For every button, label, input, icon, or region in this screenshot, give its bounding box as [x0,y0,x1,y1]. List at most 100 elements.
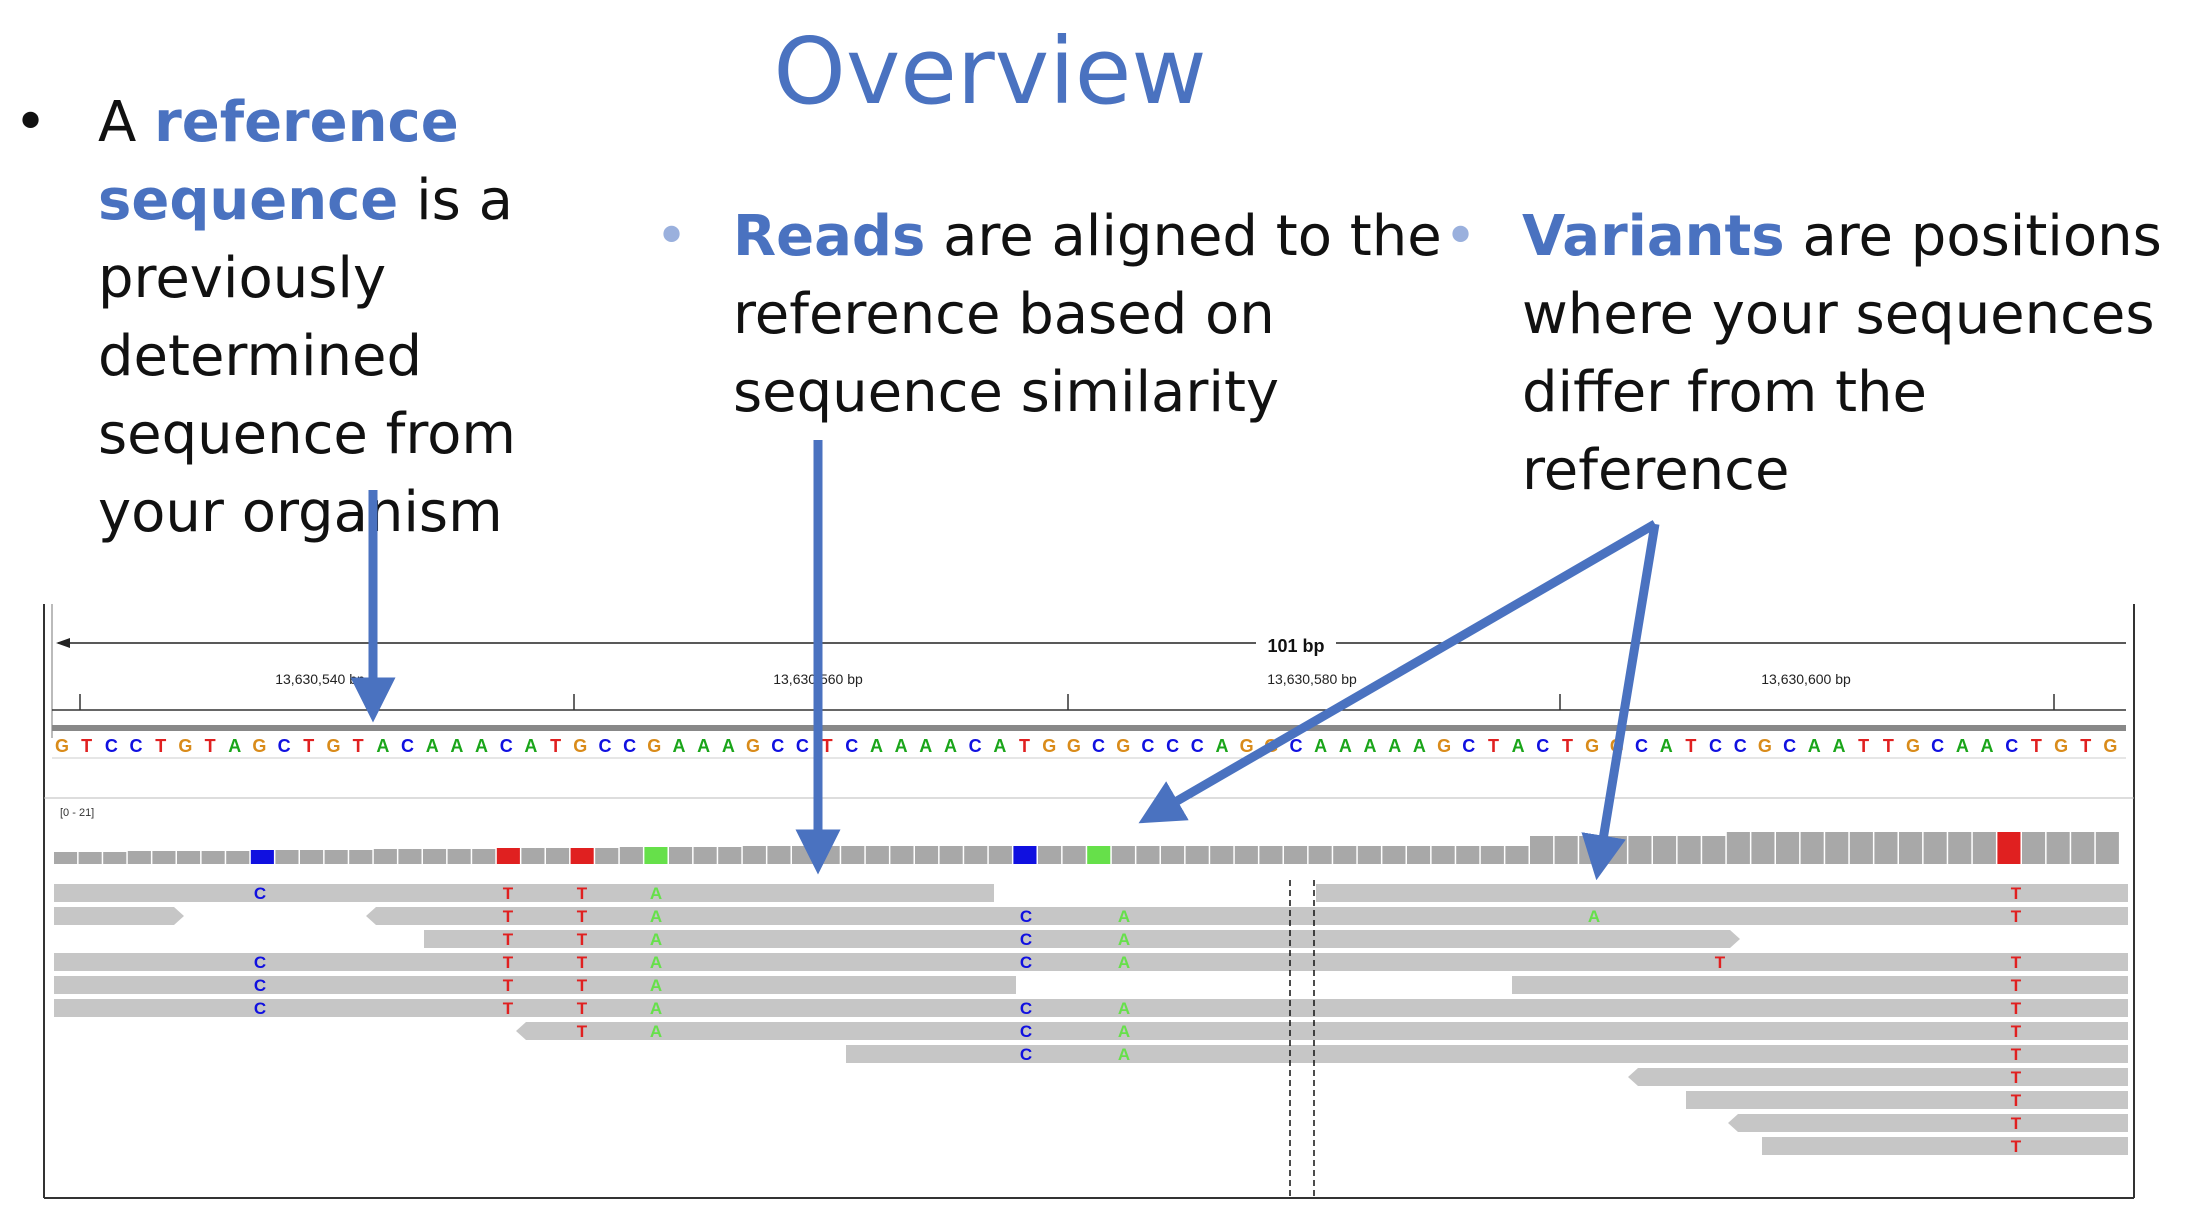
coverage-bar [890,846,914,864]
coverage-bar [177,851,201,864]
reference-base: G [1437,736,1451,756]
reference-base: C [1635,736,1648,756]
reference-base: G [1758,736,1772,756]
coverage-bar [669,847,693,864]
reference-base: A [697,736,710,756]
read [54,884,994,902]
coverage-bar [988,846,1012,864]
coverage-bar [472,849,496,864]
reference-base: C [1462,736,1475,756]
mismatch-base: C [1020,999,1032,1018]
mismatch-base: A [650,884,662,903]
mismatch-base: T [503,976,514,995]
bullet-reads: •Reads are aligned to the reference base… [655,198,1453,432]
coverage-bar [1923,832,1947,864]
coverage-bar [1333,846,1357,864]
bullet-prefix: A [98,90,155,155]
reference-base: G [1042,736,1056,756]
coverage-bar [226,851,250,864]
coverage-bar [1185,846,1209,864]
read [54,953,2128,971]
coverage-bar [423,849,447,864]
reference-base: A [722,736,735,756]
coverage-bar [1407,846,1431,864]
reference-base: C [500,736,513,756]
reference-base: C [1709,736,1722,756]
coverage-bar [1259,846,1283,864]
reference-base: T [2031,736,2042,756]
reference-base: C [1191,736,1204,756]
reference-base: G [1610,736,1624,756]
reference-base: A [524,736,537,756]
mismatch-base: C [1020,953,1032,972]
read [1628,1068,2128,1086]
coverage-bar [1505,846,1529,864]
read [54,999,2128,1017]
mismatch-base: T [2011,1091,2022,1110]
reference-base: C [1166,736,1179,756]
reference-base: A [1512,736,1525,756]
coverage-bar [570,848,594,864]
mismatch-base: T [577,884,588,903]
reference-base: C [105,736,118,756]
coverage-bar [865,846,889,864]
reference-base: C [1734,736,1747,756]
reference-base: A [870,736,883,756]
span-arrow-left [56,638,70,648]
coverage-bar [1726,832,1750,864]
reference-base: G [1067,736,1081,756]
mismatch-base: T [2011,884,2022,903]
coverage-bar [1874,832,1898,864]
reference-base: T [1858,736,1869,756]
coverage-bar [1087,846,1111,864]
reference-base: C [845,736,858,756]
reference-base: C [130,736,143,756]
reference-base: T [155,736,166,756]
read [846,1045,2128,1063]
coverage-bar [1456,846,1480,864]
reference-base: T [81,736,92,756]
reference-base: A [426,736,439,756]
reference-base: C [1931,736,1944,756]
reference-base: C [623,736,636,756]
coverage-bar [644,847,668,864]
coverage-bar [742,846,766,864]
reference-base: A [1388,736,1401,756]
reference-base: T [2080,736,2091,756]
reference-base: G [55,736,69,756]
coverage-bar [915,846,939,864]
coverage-bar [447,849,471,864]
reference-base: A [475,736,488,756]
reference-base: A [1413,736,1426,756]
mismatch-base: T [577,1022,588,1041]
coverage-bar [1136,846,1160,864]
mismatch-base: T [503,999,514,1018]
reference-base: C [401,736,414,756]
coverage-bar [1357,846,1381,864]
coverage-bar [275,850,299,864]
mismatch-base: T [2011,1137,2022,1156]
coverage-bar [1776,832,1800,864]
coverage-bar [1972,832,1996,864]
read [424,930,1740,948]
coverage-bar [1062,846,1086,864]
coverage-bar [324,850,348,864]
coverage-bar [1825,832,1849,864]
reference-base: A [1808,736,1821,756]
coverage-bar [1751,832,1775,864]
bullet-keyword: Reads [733,204,926,269]
ruler-label: 13,630,580 bp [1267,671,1357,687]
reference-base: G [2103,736,2117,756]
reference-base: A [450,736,463,756]
mismatch-base: T [577,930,588,949]
reference-base: T [1488,736,1499,756]
read [54,907,184,925]
coverage-bar [1628,836,1652,864]
coverage-bar [767,846,791,864]
coverage-bar [127,851,151,864]
coverage-bar [1899,832,1923,864]
coverage-bar [521,848,545,864]
reference-base: T [1562,736,1573,756]
reference-base: A [228,736,241,756]
